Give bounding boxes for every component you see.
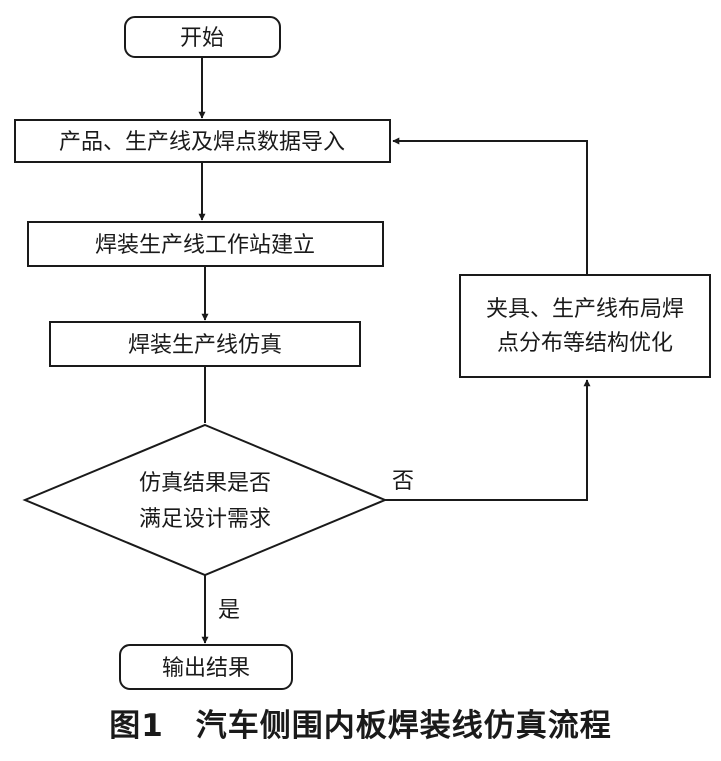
optimize-node-label-line1: 夹具、生产线布局焊: [486, 297, 684, 322]
output-node-label: 输出结果: [162, 656, 250, 681]
build-node-label: 焊装生产线工作站建立: [95, 233, 315, 258]
optimize-node: 夹具、生产线布局焊 点分布等结构优化: [459, 274, 711, 378]
decision-node: 仿真结果是否 满足设计需求: [22, 423, 388, 577]
output-node-shape: [119, 644, 293, 690]
optimize-node-label-line2: 点分布等结构优化: [497, 331, 673, 356]
start-node: 开始: [124, 16, 281, 58]
import-node: 产品、生产线及焊点数据导入: [14, 119, 391, 163]
import-node-shape: [14, 119, 391, 163]
decision-node-shape: [22, 423, 388, 577]
start-node-label: 开始: [180, 26, 224, 51]
figure-caption: 图1 汽车侧围内板焊装线仿真流程: [109, 708, 612, 744]
simulate-node: 焊装生产线仿真: [49, 321, 361, 367]
simulate-node-label: 焊装生产线仿真: [128, 333, 282, 358]
import-node-label: 产品、生产线及焊点数据导入: [59, 130, 345, 155]
edge-label-no: 否: [392, 469, 414, 494]
decision-node-label-line1: 仿真结果是否: [139, 471, 271, 496]
simulate-node-shape: [49, 321, 361, 367]
edge-decision-no-to-optimize: [385, 379, 591, 501]
output-node: 输出结果: [119, 644, 293, 690]
optimize-node-shape: [459, 274, 711, 378]
build-node-shape: [27, 221, 384, 267]
edge-optimize-loop-to-import: [392, 137, 588, 275]
edge-label-yes: 是: [218, 598, 240, 623]
decision-node-label-line2: 满足设计需求: [139, 507, 271, 532]
build-node: 焊装生产线工作站建立: [27, 221, 384, 267]
